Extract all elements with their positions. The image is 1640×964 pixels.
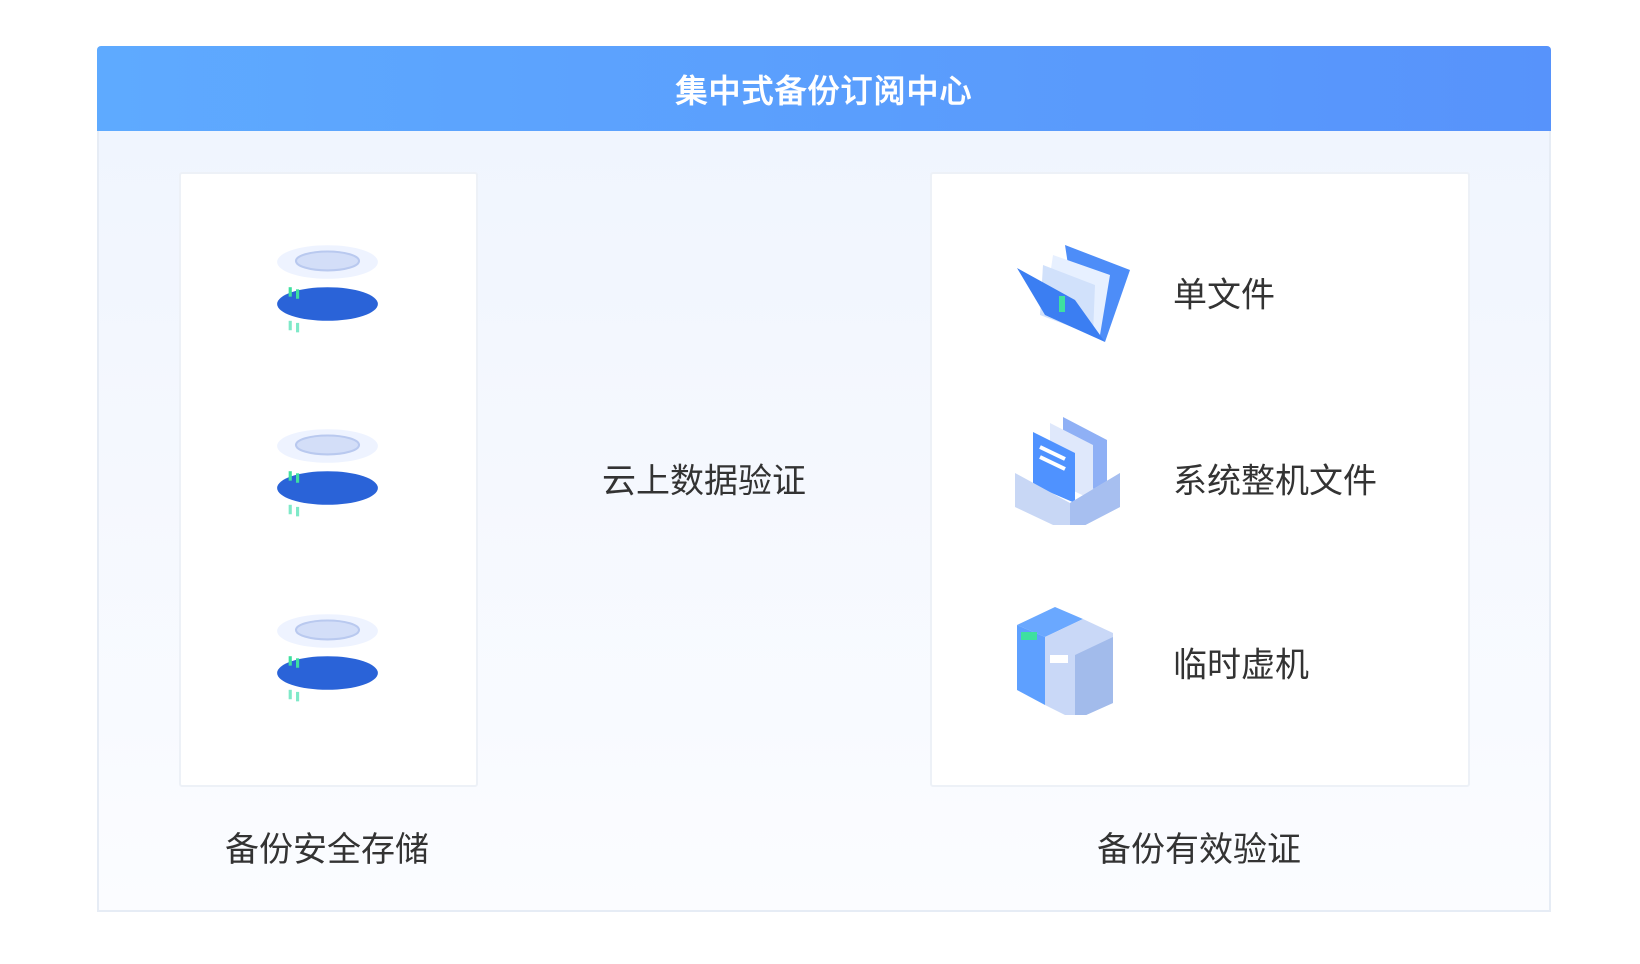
database-icon xyxy=(277,429,378,528)
storage-caption: 备份安全存储 xyxy=(225,830,429,870)
page-title: 集中式备份订阅中心 xyxy=(97,46,1551,131)
database-icon xyxy=(277,614,378,713)
system-file-label: 系统整机文件 xyxy=(1173,461,1377,502)
flow-arrow xyxy=(486,408,928,549)
database-icon xyxy=(277,245,378,344)
flow-label: 云上数据验证 xyxy=(602,461,806,502)
temp-vm-label: 临时虚机 xyxy=(1173,645,1309,686)
server-icon xyxy=(1017,607,1113,715)
folder-icon xyxy=(1017,245,1130,342)
verification-caption: 备份有效验证 xyxy=(1097,830,1301,870)
file-box-icon xyxy=(1015,417,1120,525)
single-file-label: 单文件 xyxy=(1173,275,1275,316)
